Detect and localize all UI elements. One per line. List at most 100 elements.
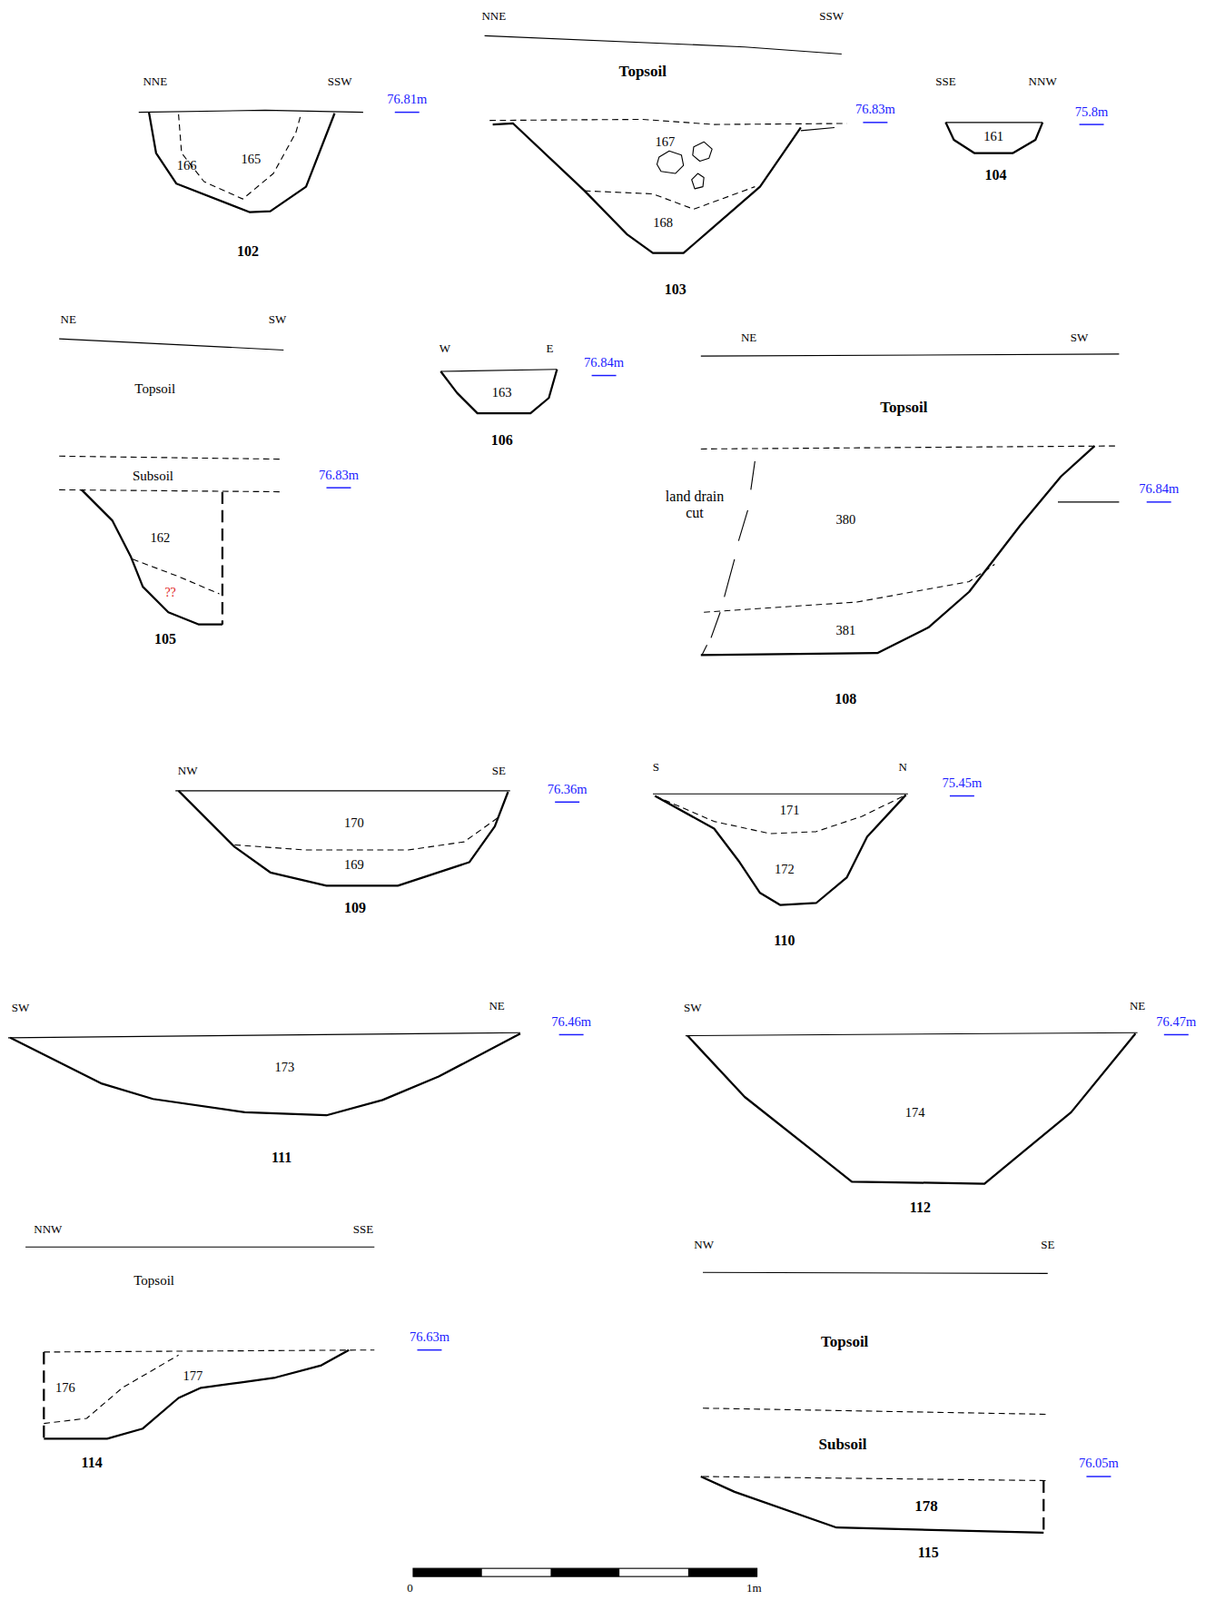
section-number: 109 [344,899,366,917]
orientation-label: SE [492,764,506,778]
orientation-label: SW [11,1001,30,1015]
orientation-label: SSW [819,9,844,23]
context-number: 173 [275,1060,296,1076]
level-underline [559,1034,584,1036]
fill-boundary [654,794,906,834]
section-number: 108 [834,691,857,708]
ground-line [440,369,557,372]
ground-line [652,793,909,795]
orientation-label: N [898,760,908,774]
section-number: 111 [271,1149,292,1166]
ledge-line [800,127,835,130]
context-number: 174 [905,1106,926,1121]
cut-outline [945,122,1043,154]
level-label: 76.46m [551,1015,592,1030]
section-number: 102 [237,244,259,261]
ground-line [945,121,1043,123]
layer-label: Topsoil [133,1273,175,1289]
stone [656,150,683,174]
cut-outline [440,369,557,414]
orientation-label: SSE [935,75,956,89]
orientation-label: NE [488,999,504,1013]
orientation-label: SSE [353,1223,374,1236]
layer-label: Topsoil [134,381,176,397]
section-edge [1042,1481,1045,1533]
ground-line [701,354,1120,356]
ground-line [138,109,364,112]
ground-line [8,1032,521,1038]
level-label: 75.45m [941,776,982,791]
context-number: 170 [344,816,365,831]
level-label: 76.05m [1078,1456,1119,1472]
level-label: 76.83m [318,468,359,484]
cut-outline [43,1350,349,1440]
context-number: 177 [182,1369,203,1384]
context-number: 162 [150,531,171,546]
orientation-label: SW [1070,331,1089,345]
cut-outline [687,1033,1136,1184]
orientation-label: NW [693,1237,714,1251]
orientation-label: NNW [1028,75,1057,89]
orientation-label: NW [177,764,198,778]
orientation-label: NE [60,312,77,326]
context-number: 165 [240,152,261,168]
context-number: 380 [835,513,856,528]
ground-line [175,790,510,791]
orientation-label: SE [1040,1237,1055,1251]
context-number: 166 [177,158,198,174]
fill-boundary [234,816,500,850]
orientation-label: NNE [481,9,506,23]
orientation-label: W [439,342,451,356]
cut-outline [701,1476,1044,1533]
ground-line [702,1272,1048,1274]
ledge-line [1057,501,1119,503]
horizon-line [43,1350,375,1353]
layer-label: Subsoil [818,1435,867,1453]
section-number: 106 [491,433,514,450]
layer-label: Topsoil [820,1333,869,1352]
orientation-label: S [652,760,660,774]
stone [692,141,712,161]
cut-outline [9,1033,521,1116]
ground-line [484,35,842,54]
horizon-line [702,1476,1048,1481]
horizon-line [701,445,1120,449]
level-label: 76.47m [1155,1015,1196,1030]
level-underline [949,795,975,797]
orientation-label: SSW [327,75,353,89]
context-number: 171 [780,803,801,819]
orientation-label: NNW [33,1223,62,1236]
fill-boundary [43,1354,178,1423]
layer-label: 178 [914,1498,939,1516]
level-underline [416,1349,442,1351]
cut-outline [654,794,906,905]
cut-outline [701,445,1096,655]
level-underline [1164,1034,1189,1036]
fill-boundary [703,563,995,613]
section-edge [221,492,224,625]
level-underline [1146,501,1172,503]
level-label: 76.81m [386,92,427,108]
cut-outline [81,489,223,624]
orientation-label: NNE [142,75,168,89]
horizon-line [489,118,847,125]
level-underline [325,486,351,488]
orientation-label: 1m [746,1581,762,1595]
level-underline [862,121,888,123]
section-number: 115 [918,1544,939,1561]
cut-outline [493,123,801,254]
section-number: 114 [81,1454,103,1472]
section-number: 105 [154,632,177,649]
context-number: 161 [983,129,1004,145]
ground-line [25,1246,375,1248]
section-number: 112 [909,1199,931,1216]
cut-outline [148,112,335,213]
level-label: 76.63m [409,1330,450,1345]
scale-bar [413,1568,758,1577]
context-number: 168 [652,216,673,231]
orientation-label: NE [740,331,757,345]
orientation-label: SW [268,312,287,326]
section-number: 103 [664,281,687,298]
ground-line [59,338,284,350]
section-number: 110 [773,932,795,949]
